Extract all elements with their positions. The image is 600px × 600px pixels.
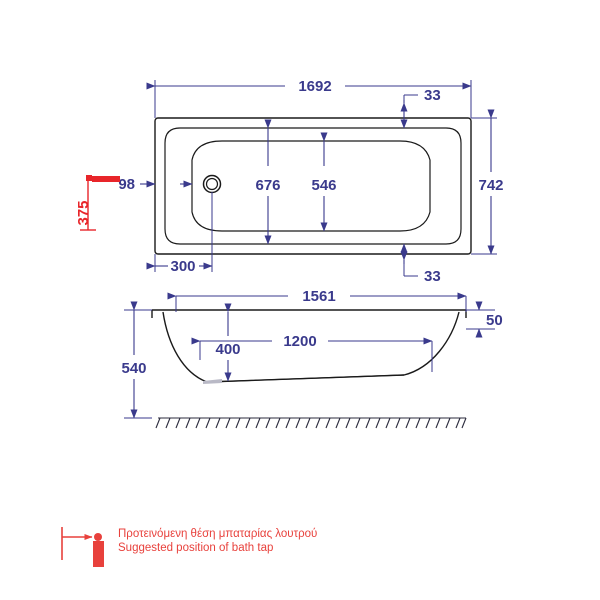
floor-hatch-group <box>140 417 467 429</box>
elev-base-line <box>206 374 405 383</box>
tap-marker-group: 375 <box>75 175 120 231</box>
dim-base-offset: 400 <box>215 303 241 382</box>
legend-text-english: Suggested position of bath tap <box>118 542 273 554</box>
dim-wall-thickness: 98 <box>118 176 193 193</box>
plan-bowl <box>191 140 431 232</box>
dim-rim-offset-bottom: 33 <box>400 243 441 285</box>
dim-label-540: 540 <box>121 360 146 377</box>
tap-spout-bar <box>92 176 120 182</box>
dim-rim-thickness: 50 <box>466 301 503 338</box>
dim-label-1200: 1200 <box>283 333 316 350</box>
plan-inner-rim <box>164 127 462 245</box>
elevation-view-group <box>151 309 467 384</box>
legend-text-greek: Προτεινόμενη θέση μπαταρίας λουτρού <box>118 528 317 540</box>
dim-label-546: 546 <box>311 177 336 194</box>
dim-overall-width: 742 <box>471 109 504 255</box>
legend-group: Προτεινόμενη θέση μπαταρίας λουτρού Sugg… <box>61 527 317 567</box>
dim-overall-height: 540 <box>121 301 152 419</box>
dim-inner-width-rim: 676 <box>255 119 281 245</box>
dim-inner-width-bowl: 546 <box>311 132 337 232</box>
dim-label-98: 98 <box>118 176 135 193</box>
dim-drain-offset: 300 <box>146 192 213 275</box>
legend-tap-body-icon <box>93 541 104 567</box>
dim-label-375: 375 <box>75 200 92 225</box>
dim-base-length: 1200 <box>191 333 433 372</box>
legend-tap-head-icon <box>94 533 102 541</box>
dim-label-33-bottom: 33 <box>424 268 441 285</box>
tap-node <box>86 175 92 181</box>
dim-label-1561: 1561 <box>302 288 335 305</box>
drain-hole-inner <box>205 177 219 191</box>
dim-rim-length: 1561 <box>167 288 467 312</box>
dim-rim-offset-top: 33 <box>400 87 441 129</box>
hatch-ticks <box>155 417 467 429</box>
elev-base-foot <box>203 379 222 384</box>
dim-label-33-top: 33 <box>424 87 441 104</box>
dim-label-400: 400 <box>215 341 240 358</box>
dim-label-1692: 1692 <box>298 78 331 95</box>
dim-label-300: 300 <box>170 258 195 275</box>
dim-label-676: 676 <box>255 177 280 194</box>
dim-label-50: 50 <box>486 312 503 329</box>
dim-overall-length: 1692 <box>146 78 472 118</box>
dim-label-742: 742 <box>478 177 503 194</box>
